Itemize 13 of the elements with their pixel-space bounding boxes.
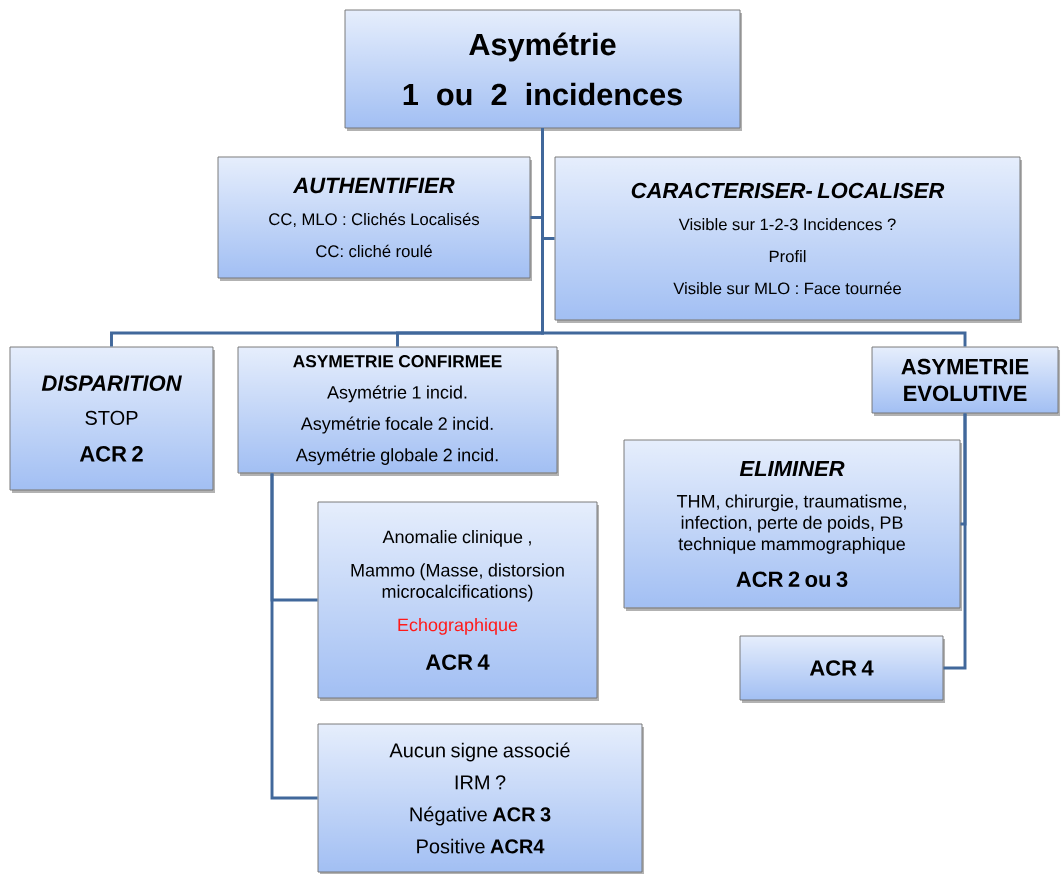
connector <box>943 413 967 670</box>
outcome-box: ACR 4 <box>739 635 944 701</box>
title-box: Asymétrie 1 ou 2 incidences <box>344 9 741 129</box>
connector <box>541 128 967 347</box>
connector <box>270 473 318 800</box>
process-box: Anomalie clinique , Mammo (Masse, distorsion microcalcifications) Echographique ACR 4 <box>317 501 598 699</box>
process-box: ASYMETRIE CONFIRMEE Asymétrie 1 incid. Asymétrie focale 2 incid. Asymétrie globale 2 incid. <box>237 346 558 474</box>
process-box: ASYMETRIE EVOLUTIVE <box>871 346 1059 414</box>
outcome-box: DISPARITION STOP ACR 2 <box>9 346 214 491</box>
process-box: CARACTERISER- LOCALISER Visible sur 1-2-3 Incidences ? Profil Visible sur MLO : Face tournée <box>554 156 1021 321</box>
process-box: Aucun signe associé IRM ? Négative ACR 3 Positive ACR4 <box>317 723 643 873</box>
process-box: ELIMINER THM, chirurgie, traumatisme, infection, perte de poids, PB technique mammographique ACR 2 ou 3 <box>623 439 961 609</box>
process-box: AUTHENTIFIER CC, MLO : Clichés Localisés CC: cliché roulé <box>217 156 531 279</box>
